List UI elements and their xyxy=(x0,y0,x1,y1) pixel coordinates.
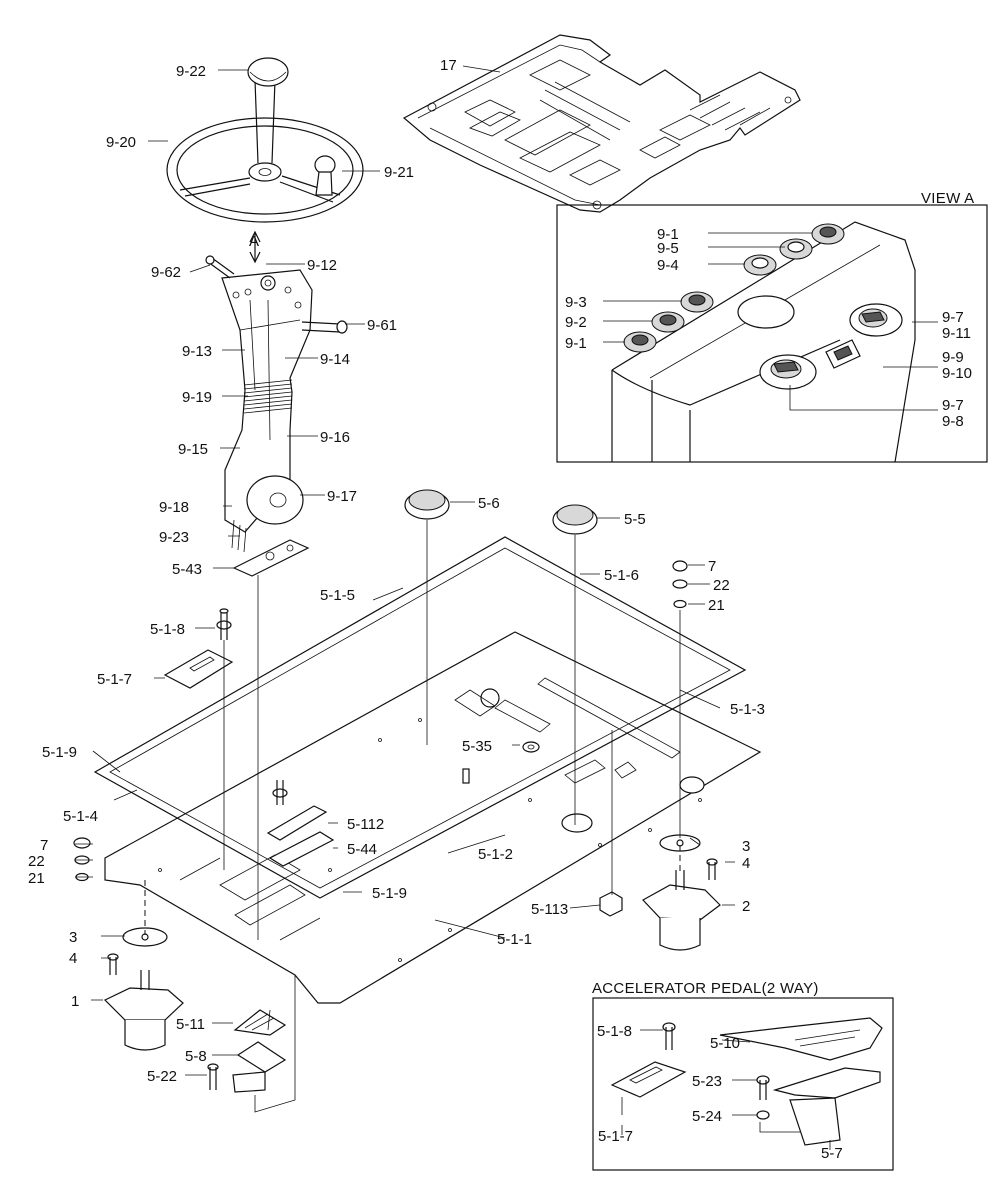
view-a-knobs xyxy=(759,303,903,390)
callout-view-9-9: 9-9 xyxy=(942,349,964,366)
callout-9-13: 9-13 xyxy=(182,343,212,360)
callout-4-left: 4 xyxy=(69,950,77,967)
leader-lines xyxy=(75,65,938,1150)
view-headings: VIEW A A ACCELERATOR PEDAL(2 WAY) xyxy=(249,190,974,997)
callout-9-17: 9-17 xyxy=(327,488,357,505)
callout-accel-5-10: 5-10 xyxy=(710,1035,740,1052)
callout-view-9-3: 9-3 xyxy=(565,294,587,311)
callout-4-right: 4 xyxy=(742,855,750,872)
callout-2: 2 xyxy=(742,898,750,915)
callout-5-44: 5-44 xyxy=(347,841,377,858)
callout-5-11: 5-11 xyxy=(176,1016,205,1033)
bolt-5-1-8 xyxy=(216,608,232,640)
callout-9-18: 9-18 xyxy=(159,499,189,516)
callout-view-9-1-top: 9-1 xyxy=(657,226,679,243)
fasteners-right xyxy=(672,560,688,609)
assembly-lines xyxy=(144,520,681,1113)
callout-5-22: 5-22 xyxy=(147,1068,177,1085)
callout-9-21: 9-21 xyxy=(384,164,414,181)
callout-5-1-9-upper: 5-1-9 xyxy=(42,744,77,761)
floor-plate-main xyxy=(104,631,762,1004)
callout-7-right: 7 xyxy=(708,558,716,575)
callout-view-9-1-bottom: 9-1 xyxy=(565,335,587,352)
callout-3-right: 3 xyxy=(742,838,750,855)
callout-view-9-2: 9-2 xyxy=(565,314,587,331)
callout-9-14: 9-14 xyxy=(320,351,350,368)
callout-5-1-8: 5-1-8 xyxy=(150,621,185,638)
floor-mat xyxy=(402,34,801,213)
callout-5-5: 5-5 xyxy=(624,511,646,528)
callout-view-9-4: 9-4 xyxy=(657,257,679,274)
pedal-5-11 xyxy=(233,1009,287,1036)
callout-view-9-11: 9-11 xyxy=(942,325,971,342)
callout-5-43: 5-43 xyxy=(172,561,202,578)
callout-22-left: 22 xyxy=(28,853,45,870)
callout-9-61: 9-61 xyxy=(367,317,397,334)
callout-view-9-10: 9-10 xyxy=(942,365,972,382)
accelerator-panel xyxy=(592,997,894,1171)
callout-accel-5-24: 5-24 xyxy=(692,1108,722,1125)
callout-21-left: 21 xyxy=(28,870,45,887)
callout-5-1-9-lower: 5-1-9 xyxy=(372,885,407,902)
view-a-title: VIEW A xyxy=(921,190,974,207)
pedal-5-8 xyxy=(207,1041,287,1093)
view-a-panel xyxy=(556,204,988,463)
callout-view-9-8: 9-8 xyxy=(942,413,964,430)
callout-5-35: 5-35 xyxy=(462,738,492,755)
callout-5-6: 5-6 xyxy=(478,495,500,512)
pin-5-113 xyxy=(599,891,623,917)
plate-5-44 xyxy=(268,831,335,867)
callout-accel-5-1-7: 5-1-7 xyxy=(598,1128,633,1145)
callout-9-20: 9-20 xyxy=(106,134,136,151)
view-a-buttons xyxy=(623,223,845,353)
callout-view-9-5: 9-5 xyxy=(657,240,679,257)
callout-9-19: 9-19 xyxy=(182,389,212,406)
callout-1: 1 xyxy=(71,993,79,1010)
callout-5-1-2: 5-1-2 xyxy=(478,846,513,863)
callout-view-9-7-top: 9-7 xyxy=(942,309,964,326)
callout-view-9-7-bottom: 9-7 xyxy=(942,397,964,414)
callout-9-16: 9-16 xyxy=(320,429,350,446)
callout-3-left: 3 xyxy=(69,929,77,946)
bolt-upper xyxy=(272,780,288,805)
mount-right xyxy=(642,834,721,951)
callout-9-12: 9-12 xyxy=(307,257,337,274)
steering-column xyxy=(205,230,348,553)
callout-9-15: 9-15 xyxy=(178,441,208,458)
callout-21-right: 21 xyxy=(708,597,725,614)
callout-5-1-4: 5-1-4 xyxy=(63,808,98,825)
nut-5-35 xyxy=(522,741,540,753)
bracket-5-43 xyxy=(232,539,310,577)
callout-5-1-1: 5-1-1 xyxy=(497,931,532,948)
callout-5-113: 5-113 xyxy=(531,901,568,918)
callout-9-23: 9-23 xyxy=(159,529,189,546)
callout-7-left: 7 xyxy=(40,837,48,854)
callout-22-right: 22 xyxy=(713,577,730,594)
grommet-5-6 xyxy=(404,489,450,520)
callout-17: 17 xyxy=(440,57,457,74)
callout-5-8: 5-8 xyxy=(185,1048,207,1065)
callout-5-1-6: 5-1-6 xyxy=(604,567,639,584)
floor-plate-frame xyxy=(93,536,747,899)
callout-5-1-7: 5-1-7 xyxy=(97,671,132,688)
callout-accel-5-1-8: 5-1-8 xyxy=(597,1023,632,1040)
callout-5-112: 5-112 xyxy=(347,816,384,833)
callout-5-1-5: 5-1-5 xyxy=(320,587,355,604)
callout-labels: 17 9-22 9-20 9-21 9-62 9-12 9-61 9-13 9-… xyxy=(28,57,972,1162)
view-a-arrow-label: A xyxy=(249,233,259,250)
callout-accel-5-23: 5-23 xyxy=(692,1073,722,1090)
callout-9-62: 9-62 xyxy=(151,264,181,281)
callout-accel-5-7: 5-7 xyxy=(821,1145,843,1162)
callout-5-1-3: 5-1-3 xyxy=(730,701,765,718)
plate-5-112 xyxy=(266,805,328,841)
mount-left xyxy=(103,927,184,1051)
bracket-5-1-7 xyxy=(163,649,234,689)
accelerator-title: ACCELERATOR PEDAL(2 WAY) xyxy=(592,980,819,997)
grommet-5-5 xyxy=(552,504,598,535)
column-bellows xyxy=(243,379,293,414)
steering-wheel xyxy=(166,57,364,223)
callout-9-22: 9-22 xyxy=(176,63,206,80)
